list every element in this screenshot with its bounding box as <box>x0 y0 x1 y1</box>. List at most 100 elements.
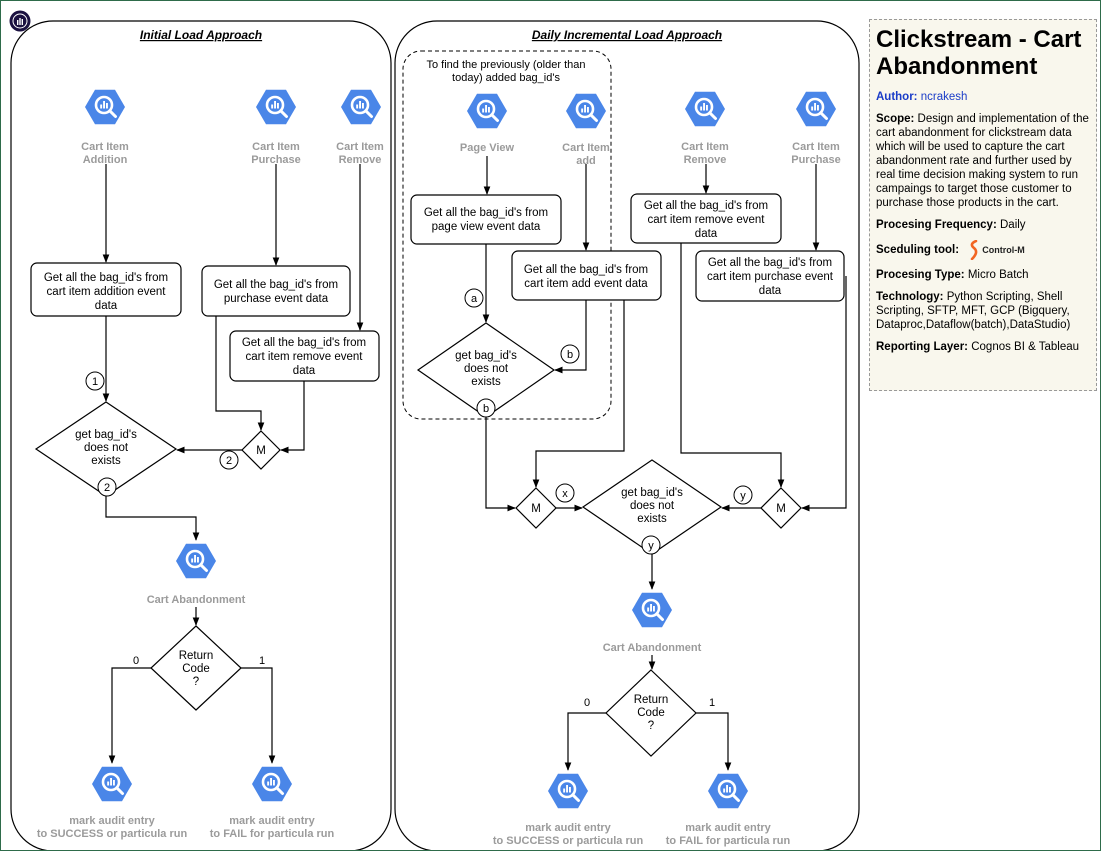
daily-cart-abandonment-label: Cart Abandonment <box>603 642 702 654</box>
text-line: to FAIL for particula run <box>210 828 335 840</box>
daily-load-title: Daily Incremental Load Approach <box>532 28 722 42</box>
text-line: data <box>293 365 316 377</box>
daily-purchase-event-box <box>695 250 845 302</box>
control-m-logo: Control-M <box>968 240 1025 260</box>
initial-connector-1-label: 1 <box>92 376 98 388</box>
author-value: ncrakesh <box>920 91 968 103</box>
text-line: Cart Item <box>562 142 610 154</box>
edge-group-decision-to-merge <box>485 417 516 512</box>
initial-connector-2b <box>97 477 117 497</box>
initial-fail-icon <box>252 765 292 803</box>
text-line: purchase event data <box>224 293 329 305</box>
daily-connector-b1 <box>560 344 580 364</box>
cart-item-remove-icon <box>341 88 381 126</box>
initial-merge-label: M <box>256 445 266 457</box>
daily-connector-y2-label: y <box>648 540 654 552</box>
reporting-label: Reporting Layer: <box>876 341 969 353</box>
add-event-text: Get all the bag_id's from cart item add e… <box>524 264 648 290</box>
text-line: Get all the bag_id's from <box>424 207 548 219</box>
scope-value: Design and implementation of the cart ab… <box>876 113 1089 209</box>
scope-label: Scope: <box>876 113 915 125</box>
initial-load-title: Initial Load Approach <box>140 28 262 42</box>
control-m-icon <box>970 240 978 260</box>
reporting-line: Reporting Layer: Cognos BI & Tableau <box>876 340 1090 354</box>
cart-item-purchase-icon <box>256 88 296 126</box>
text-line: exists <box>637 513 667 525</box>
text-line: does not <box>464 363 509 375</box>
reporting-value: Cognos BI & Tableau <box>971 341 1080 353</box>
edge-remove-box-to-merge <box>280 381 305 454</box>
purchase-event-text: Get all the bag_id's from purchase event … <box>214 279 338 305</box>
daily-merge-left-label: M <box>531 503 541 515</box>
text-line: exists <box>91 455 121 467</box>
daily-connector-b1-label: b <box>567 349 573 361</box>
control-m-text: Control-M <box>982 245 1025 255</box>
text-line: Cart Item <box>252 141 300 153</box>
text-line: Remove <box>339 154 382 166</box>
text-line: Cart Item <box>681 141 729 153</box>
edge-purchase-box-to-merge <box>215 316 265 431</box>
initial-connector-2a <box>219 450 239 470</box>
edge-decision-to-cart <box>105 496 200 541</box>
initial-success-icon <box>92 765 132 803</box>
text-line: Code <box>182 663 210 675</box>
text-line: ? <box>193 676 199 688</box>
initial-branch-1: 1 <box>259 655 265 667</box>
text-line: Return <box>634 694 669 706</box>
text-line: Get all the bag_id's from <box>44 272 168 284</box>
text-line: get bag_id's <box>621 487 683 499</box>
text-line: Return <box>179 650 214 662</box>
daily-cart-item-remove-icon <box>685 90 725 128</box>
daily-connector-y1 <box>733 485 753 505</box>
text-line: ? <box>648 720 654 732</box>
daily-connector-y1-label: y <box>740 490 746 502</box>
text-line: Get all the bag_id's from <box>524 264 648 276</box>
text-line: does not <box>84 442 129 454</box>
text-line: data <box>95 300 118 312</box>
daily-success-icon <box>548 772 588 810</box>
type-value: Micro Batch <box>967 269 1029 281</box>
scope-line: Scope: Design and implementation of the … <box>876 112 1090 210</box>
text-line: today) added bag_id's <box>452 72 560 84</box>
tech-label: Technology: <box>876 291 944 303</box>
text-line: add <box>576 155 596 167</box>
text-line: Get all the bag_id's from <box>242 337 366 349</box>
initial-cart-abandonment-icon <box>176 542 216 580</box>
previous-bag-ids-group <box>402 50 612 420</box>
daily-return-code <box>605 669 697 757</box>
initial-connector-1 <box>85 371 105 391</box>
pageview-event-box <box>410 194 562 245</box>
text-line: Remove <box>684 154 727 166</box>
daily-connector-x-label: x <box>562 488 568 500</box>
frequency-value: Daily <box>1000 219 1026 231</box>
daily-merge-right-label: M <box>776 503 786 515</box>
frequency-line: Procesing Frequency: Daily <box>876 218 1090 232</box>
tech-line: Technology: Python Scripting, Shell Scri… <box>876 290 1090 332</box>
initial-return-code <box>150 625 242 711</box>
text-line: Purchase <box>791 154 841 166</box>
text-line: Get all the bag_id's from <box>214 279 338 291</box>
text-line: mark audit entry <box>229 815 315 827</box>
daily-branch-1: 1 <box>709 697 715 709</box>
tool-line: Sceduling tool: Control-M <box>876 240 1090 260</box>
text-line: To find the previously (older than <box>427 59 586 71</box>
text-line: Cart Item <box>336 141 384 153</box>
edge-return-to-fail <box>241 667 276 764</box>
text-line: page view event data <box>432 221 541 233</box>
text-line: get bag_id's <box>75 429 137 441</box>
text-line: mark audit entry <box>69 815 155 827</box>
text-line: cart item add event data <box>524 278 648 290</box>
text-line: Page View <box>460 142 515 154</box>
